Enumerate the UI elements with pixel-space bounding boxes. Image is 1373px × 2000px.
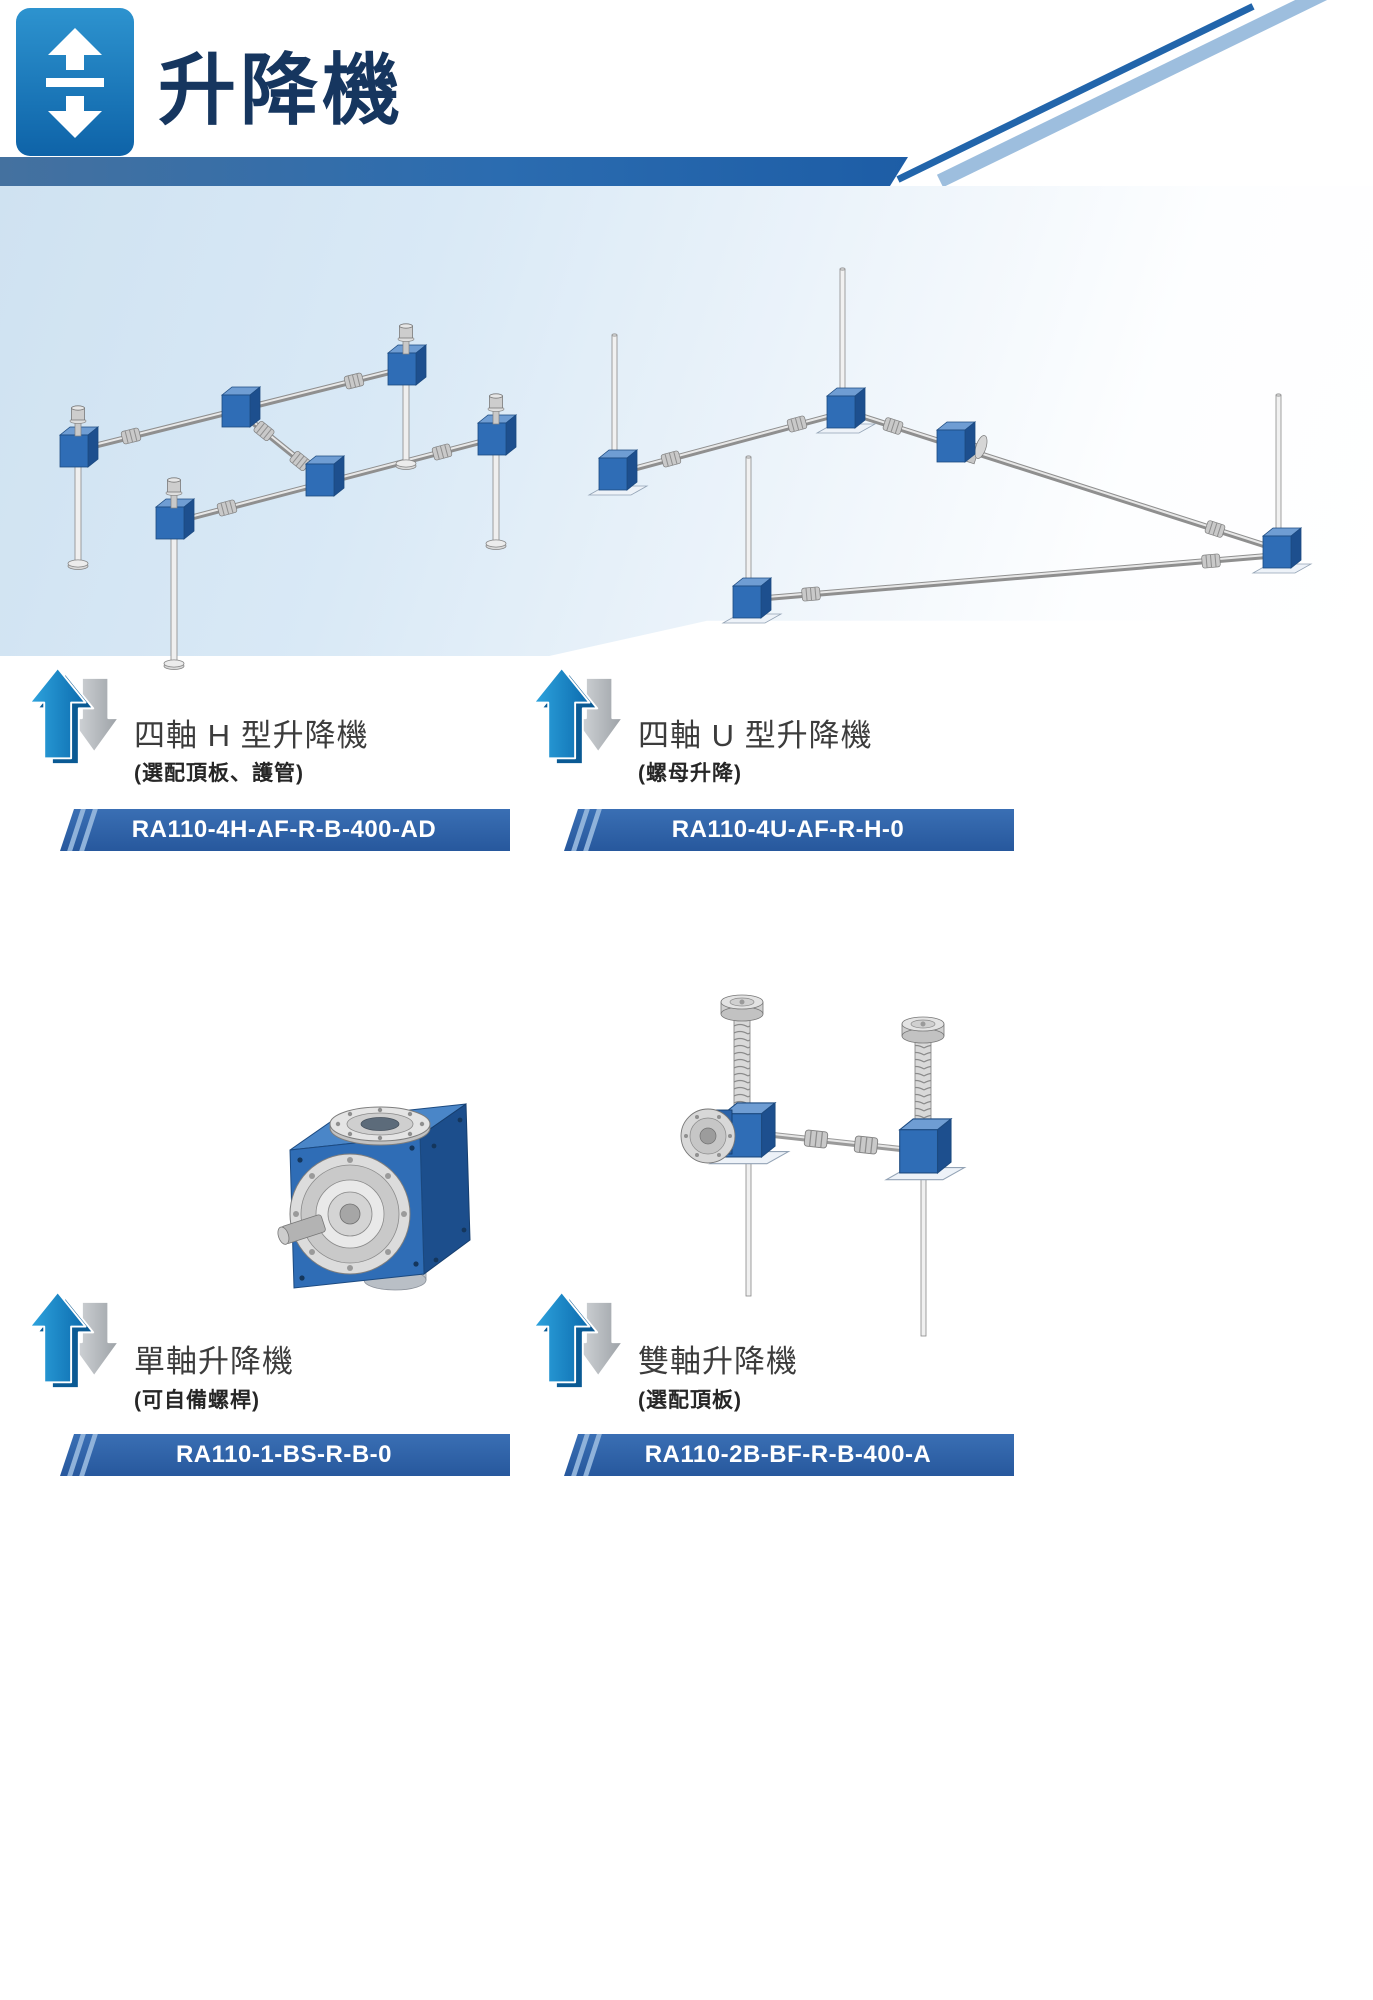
updown-arrows-icon	[26, 1288, 122, 1394]
illustration-four-axis-u-lifter	[588, 267, 1312, 624]
header-diagonal-stripe-light	[936, 0, 1366, 188]
updown-arrows-icon	[530, 1288, 626, 1394]
model-number: RA110-1-BS-R-B-0	[175, 1441, 393, 1468]
product-subtitle: (螺母升降)	[638, 762, 742, 785]
product-subtitle: (選配頂板、護管)	[134, 762, 304, 785]
product-title: 四軸 H 型升降機	[134, 718, 369, 753]
illustration-double-axis-lifter	[680, 994, 966, 1337]
model-number: RA110-4H-AF-R-B-400-AD	[131, 816, 437, 843]
illustration-single-axis-lifter	[277, 1103, 471, 1291]
banner-background	[564, 1434, 1014, 1476]
lift-arrows-icon	[16, 8, 134, 156]
updown-arrows-icon	[530, 664, 626, 770]
model-number: RA110-4U-AF-R-H-0	[671, 816, 905, 843]
illustration-four-axis-h-lifter	[59, 323, 517, 670]
model-banner: RA110-4H-AF-R-B-400-AD	[58, 809, 510, 851]
header-bar	[0, 157, 908, 186]
model-number: RA110-2B-BF-R-B-400-A	[644, 1441, 932, 1468]
page-title: 升降機	[158, 46, 405, 134]
product-title: 單軸升降機	[134, 1344, 294, 1379]
model-banner: RA110-4U-AF-R-H-0	[562, 809, 1014, 851]
product-title: 雙軸升降機	[638, 1344, 798, 1379]
model-banner: RA110-1-BS-R-B-0	[58, 1434, 510, 1476]
banner-background	[60, 809, 510, 851]
product-title: 四軸 U 型升降機	[638, 718, 873, 753]
header-diagonal-stripe-dark	[896, 3, 1255, 183]
product-subtitle: (可自備螺桿)	[134, 1389, 260, 1412]
banner-background	[60, 1434, 510, 1476]
product-subtitle: (選配頂板)	[638, 1389, 742, 1412]
model-banner: RA110-2B-BF-R-B-400-A	[562, 1434, 1014, 1476]
banner-background	[564, 809, 1014, 851]
updown-arrows-icon	[26, 664, 122, 770]
